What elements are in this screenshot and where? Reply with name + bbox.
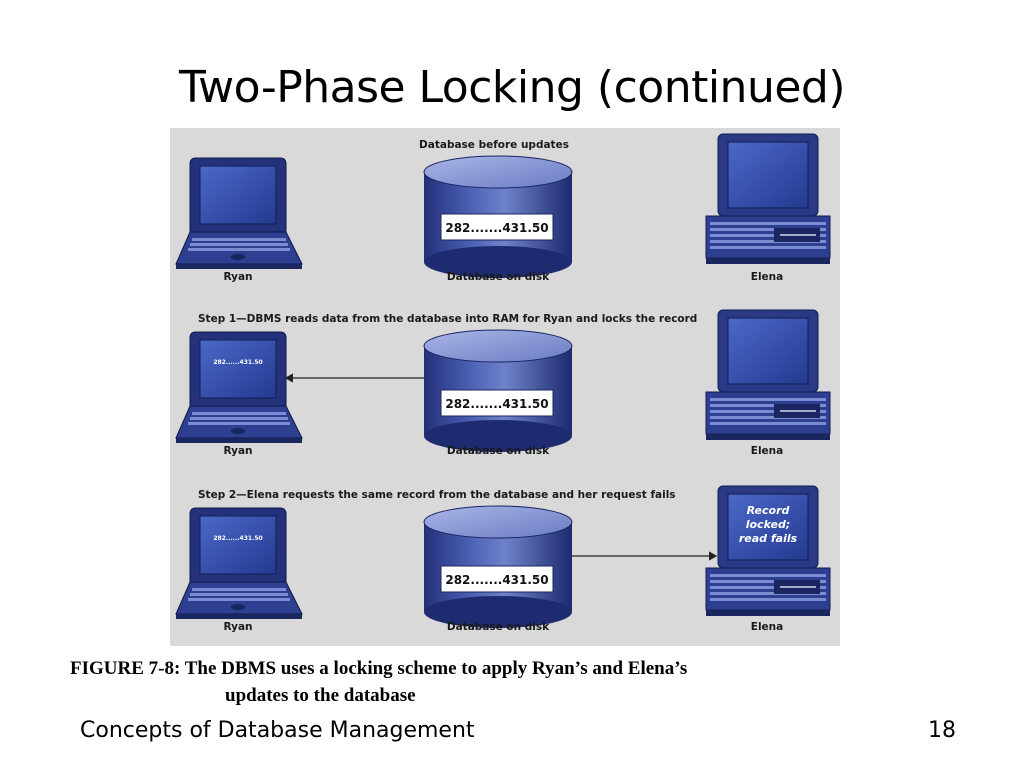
caption-line-1: FIGURE 7-8: The DBMS uses a locking sche… [70,658,688,679]
elena-desktop-1 [705,133,831,265]
ryan-label-2: Ryan [223,445,252,457]
disk-record-box-3 [440,565,554,593]
figure-header: Database before updates [419,139,569,151]
footer-course-title: Concepts of Database Management [80,718,475,743]
disk-record-box-2 [440,389,554,417]
ryan-label-1: Ryan [223,271,252,283]
ryan-laptop-2 [175,331,303,444]
disk-record-value-2: 282.......431.50 [445,397,548,411]
disk-label-2: Database on disk [447,445,550,457]
ryan-screen-value-3: 282......431.50 [213,535,262,542]
locking-diagram: Database before updates Ryan 282.......4… [175,133,831,633]
elena-desktop-2 [705,309,831,441]
slide-title: Two-Phase Locking (continued) [179,62,846,113]
elena-label-1: Elena [751,271,783,283]
disk-label-3: Database on disk [447,621,550,633]
locking-figure: Database before updates Ryan 282.......4… [170,128,840,646]
page-number: 18 [928,718,956,743]
ryan-laptop [175,157,303,270]
step1-text: Step 1—DBMS reads data from the database… [198,313,697,325]
elena-screen-msg-line1: Record [747,504,790,517]
ryan-label-3: Ryan [223,621,252,633]
ryan-laptop-3 [175,507,303,620]
elena-label-3: Elena [751,621,783,633]
disk-label-1: Database on disk [447,271,550,283]
step2-text: Step 2—Elena requests the same record fr… [198,489,676,501]
elena-label-2: Elena [751,445,783,457]
disk-record-box-1 [440,213,554,241]
disk-record-value-1: 282.......431.50 [445,221,548,235]
caption-line-2: updates to the database [225,685,416,706]
disk-record-value-3: 282.......431.50 [445,573,548,587]
figure-caption: FIGURE 7-8: The DBMS uses a locking sche… [70,655,950,709]
elena-screen-msg-line2: locked; [746,518,791,531]
ryan-screen-value-2: 282......431.50 [213,359,262,366]
elena-screen-msg-line3: read fails [739,532,798,545]
